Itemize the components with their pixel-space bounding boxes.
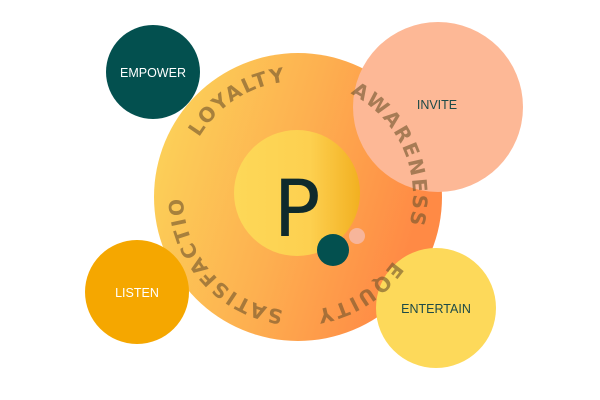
satellite-listen[interactable]: LISTEN	[85, 240, 189, 344]
empower-label: EMPOWER	[120, 66, 186, 80]
dark-dot	[317, 234, 349, 266]
satellite-empower[interactable]: EMPOWER	[106, 25, 200, 119]
satellite-invite[interactable]: INVITE	[353, 22, 523, 192]
center-letter: P	[273, 165, 320, 255]
listen-label: LISTEN	[115, 286, 159, 300]
core-circle	[234, 130, 360, 256]
light-dot	[349, 228, 365, 244]
satellite-entertain[interactable]: ENTERTAIN	[376, 248, 496, 368]
invite-label: INVITE	[417, 98, 457, 112]
entertain-label: ENTERTAIN	[401, 302, 471, 316]
